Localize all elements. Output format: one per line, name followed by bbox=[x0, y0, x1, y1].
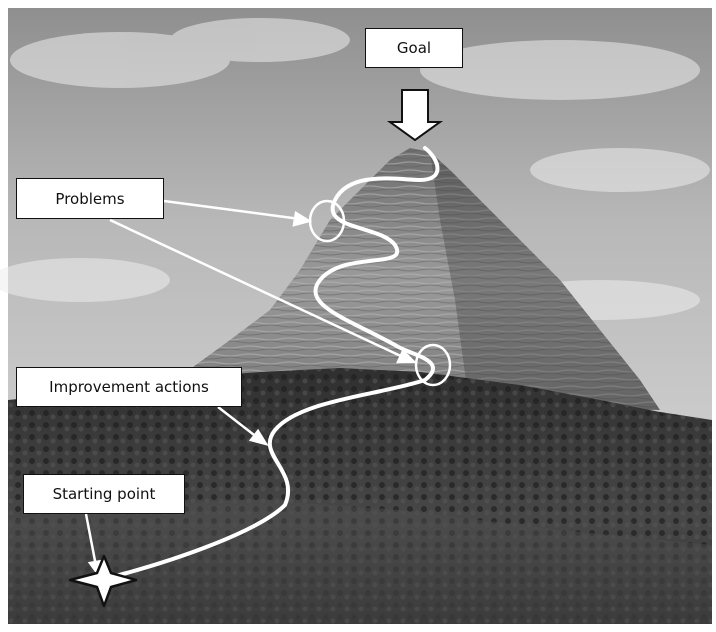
problem-marker-lower bbox=[414, 343, 452, 387]
mountain-strata bbox=[178, 148, 660, 410]
pointer-arrows bbox=[84, 199, 418, 577]
mountain-shadow bbox=[430, 152, 660, 410]
improvement-actions-label: Improvement actions bbox=[16, 367, 242, 407]
climbing-path bbox=[98, 146, 440, 582]
goal-label: Goal bbox=[365, 28, 463, 68]
problems-label: Problems bbox=[16, 178, 164, 219]
starting-point-label: Starting point bbox=[23, 474, 185, 514]
starting-point-star bbox=[68, 554, 138, 608]
goal-arrow bbox=[386, 89, 444, 142]
lower-slope bbox=[8, 500, 712, 624]
